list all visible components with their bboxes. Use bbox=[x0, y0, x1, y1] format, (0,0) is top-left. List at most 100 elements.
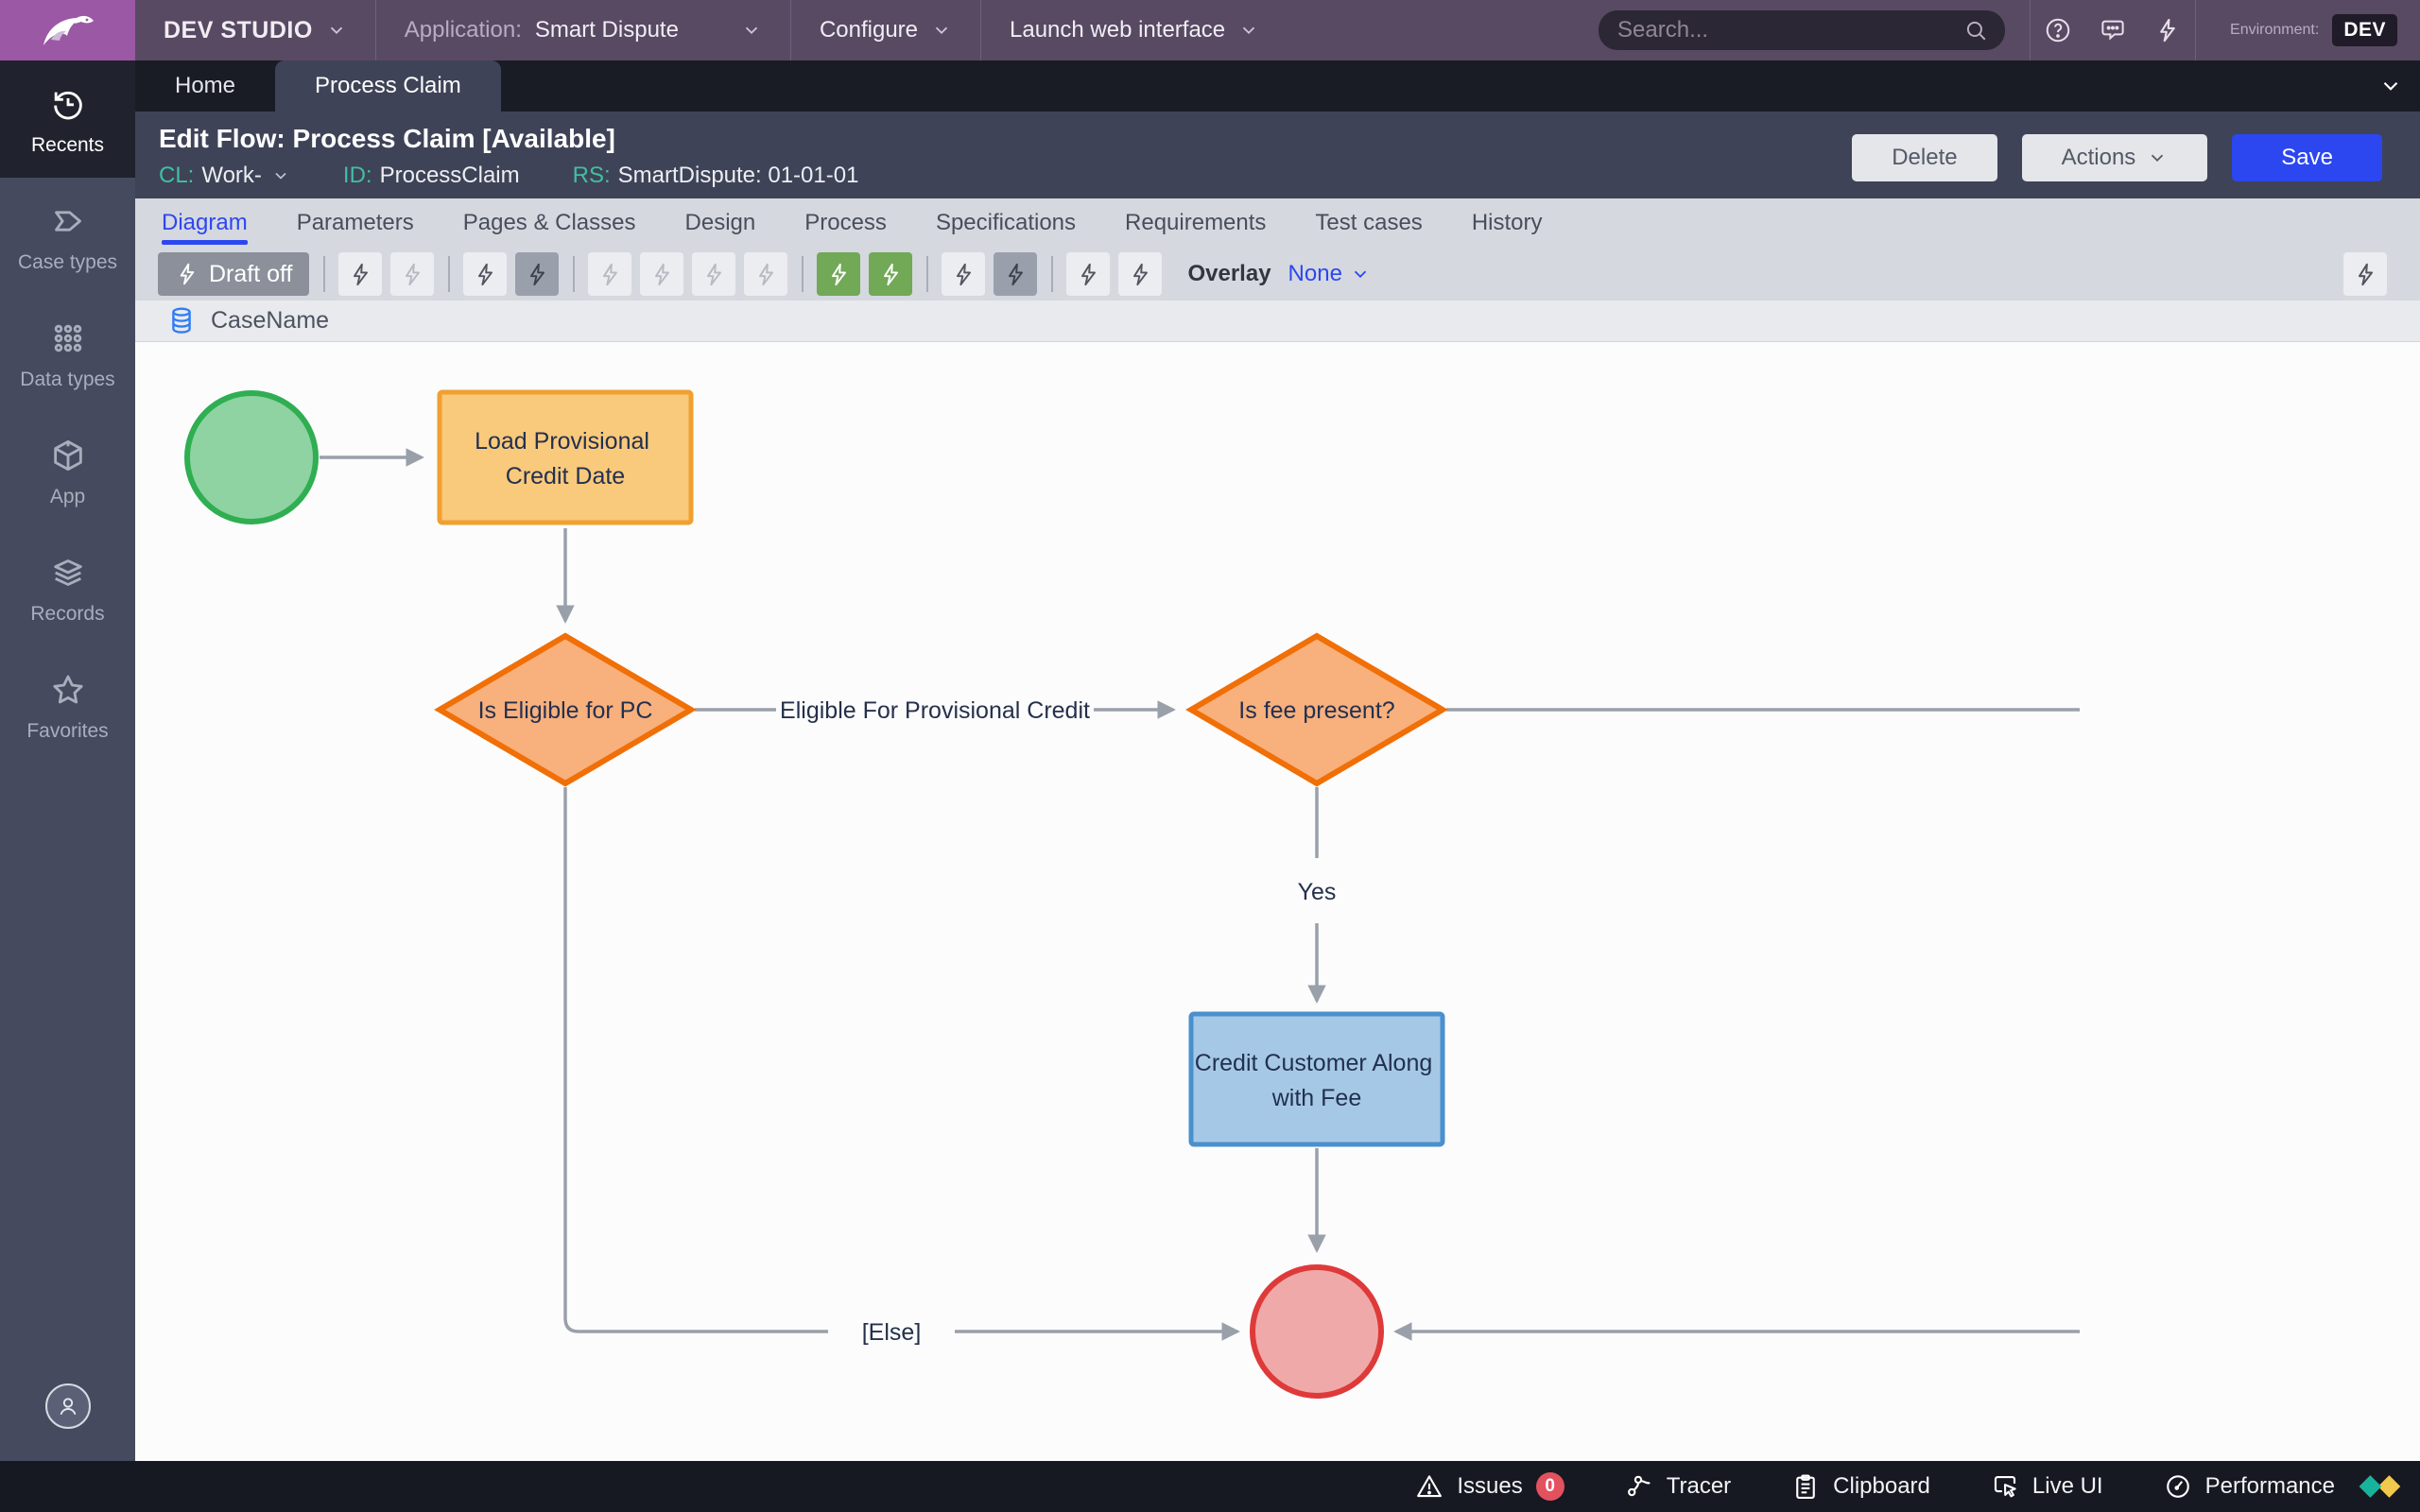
tab-history[interactable]: History bbox=[1471, 210, 1543, 235]
connectors bbox=[320, 448, 2080, 1341]
flow-node-end[interactable] bbox=[1250, 1264, 1384, 1399]
configure-menu[interactable]: Configure bbox=[791, 0, 980, 60]
document-tab-home[interactable]: Home bbox=[175, 73, 236, 98]
pega-bird-icon bbox=[37, 9, 99, 51]
tab-test-cases[interactable]: Test cases bbox=[1315, 210, 1423, 235]
draft-toggle-button[interactable]: Draft off bbox=[158, 252, 310, 296]
star-icon bbox=[49, 671, 87, 709]
warning-triangle-icon bbox=[1415, 1472, 1443, 1501]
tab-overflow-chevron-icon[interactable] bbox=[2378, 74, 2403, 98]
tab-pages-classes[interactable]: Pages & Classes bbox=[462, 210, 636, 235]
user-avatar[interactable] bbox=[44, 1383, 91, 1429]
pega-mark-icon[interactable] bbox=[2356, 1472, 2405, 1501]
toolbar-shape-button-8[interactable] bbox=[640, 252, 684, 296]
overlay-select[interactable]: None bbox=[1288, 261, 1371, 287]
statusbar-tool-label: Performance bbox=[2204, 1473, 2335, 1499]
flow-node-is-eligible[interactable]: Is Eligible for PC bbox=[434, 632, 697, 787]
connector-else-a bbox=[563, 787, 828, 1333]
header-divider bbox=[980, 0, 981, 60]
toolbar-shape-button-5[interactable] bbox=[515, 252, 560, 296]
developer-status-bar: Issues 0 Tracer Clipboard Live UI Perfor… bbox=[0, 1461, 2420, 1512]
toolbar-divider bbox=[926, 256, 929, 292]
sidebar-item-recents[interactable]: Recents bbox=[0, 60, 135, 178]
connector-label-else[interactable]: [Else] bbox=[862, 1319, 922, 1346]
sidebar-item-favorites[interactable]: Favorites bbox=[0, 646, 135, 764]
workspace-switcher[interactable]: DEV STUDIO bbox=[135, 0, 375, 60]
environment-badge: DEV bbox=[2332, 14, 2397, 46]
connector-label-yes[interactable]: Yes bbox=[1298, 879, 1337, 905]
sidebar-item-case-types[interactable]: Case types bbox=[0, 178, 135, 295]
document-tab-bar: Home Process Claim bbox=[135, 60, 2420, 112]
clipboard-icon bbox=[1791, 1472, 1820, 1501]
chevron-down-icon bbox=[271, 166, 290, 185]
chevron-down-icon bbox=[741, 20, 762, 41]
sidebar-item-label: App bbox=[49, 486, 86, 507]
launch-menu[interactable]: Launch web interface bbox=[981, 0, 1288, 60]
actions-button[interactable]: Actions bbox=[2021, 134, 2208, 181]
connector-label-eligible[interactable]: Eligible For Provisional Credit bbox=[780, 697, 1090, 724]
pega-logo[interactable] bbox=[0, 0, 135, 60]
toolbar-flow-shapes-button[interactable] bbox=[2343, 252, 2387, 296]
rule-header: Edit Flow: Process Claim [Available] CL:… bbox=[135, 112, 2420, 198]
statusbar-tool-performance[interactable]: Performance bbox=[2164, 1472, 2335, 1501]
sidebar-item-records[interactable]: Records bbox=[0, 529, 135, 646]
delete-button[interactable]: Delete bbox=[1852, 134, 1997, 181]
person-icon bbox=[55, 1393, 81, 1419]
save-button[interactable]: Save bbox=[2232, 134, 2382, 181]
workspace-name: DEV STUDIO bbox=[164, 16, 313, 43]
toolbar-shape-button-7[interactable] bbox=[588, 252, 632, 296]
tab-parameters[interactable]: Parameters bbox=[296, 210, 414, 235]
lightning-icon bbox=[826, 262, 852, 287]
tab-specifications[interactable]: Specifications bbox=[935, 210, 1077, 235]
statusbar-tool-tracer[interactable]: Tracer bbox=[1625, 1472, 1731, 1501]
flow-canvas[interactable]: Eligible For Provisional Credit Yes [Els… bbox=[135, 343, 2420, 1461]
quick-actions-button[interactable] bbox=[2140, 0, 2195, 60]
launch-label: Launch web interface bbox=[1010, 17, 1226, 43]
application-menu[interactable]: Application: Smart Dispute bbox=[376, 0, 790, 60]
toolbar-shape-button-4[interactable] bbox=[463, 252, 508, 296]
sidebar-item-app[interactable]: App bbox=[0, 412, 135, 529]
global-search[interactable] bbox=[1599, 10, 2006, 50]
lightning-icon bbox=[348, 262, 373, 287]
lightning-icon bbox=[878, 262, 904, 287]
toolbar-shape-button-9[interactable] bbox=[692, 252, 736, 296]
flow-node-load-provisional[interactable]: Load Provisional Credit Date bbox=[437, 389, 694, 525]
statusbar-tool-issues[interactable]: Issues 0 bbox=[1415, 1472, 1564, 1501]
flow-node-is-fee-present[interactable]: Is fee present? bbox=[1185, 632, 1448, 787]
toolbar-shape-button-2[interactable] bbox=[390, 252, 435, 296]
sidebar-item-data-types[interactable]: Data types bbox=[0, 295, 135, 412]
toolbar-shape-button-19[interactable] bbox=[1118, 252, 1163, 296]
case-name-label[interactable]: CaseName bbox=[211, 307, 330, 334]
lightning-icon bbox=[175, 262, 199, 286]
feedback-button[interactable] bbox=[2085, 0, 2140, 60]
statusbar-tool-live-ui[interactable]: Live UI bbox=[1991, 1472, 2103, 1501]
lightning-icon bbox=[2154, 17, 2181, 43]
tab-process[interactable]: Process bbox=[804, 210, 887, 235]
toolbar-shape-button-10[interactable] bbox=[744, 252, 788, 296]
toolbar-shape-button-16[interactable] bbox=[994, 252, 1038, 296]
meta-ruleset: RS: SmartDispute: 01-01-01 bbox=[573, 163, 859, 189]
flow-node-start[interactable] bbox=[184, 390, 319, 524]
toolbar-shape-button-1[interactable] bbox=[338, 252, 383, 296]
search-input[interactable] bbox=[1616, 16, 1964, 44]
meta-class[interactable]: CL: Work- bbox=[159, 163, 290, 189]
meta-id: ID: ProcessClaim bbox=[343, 163, 520, 189]
toolbar-shape-button-12[interactable] bbox=[817, 252, 861, 296]
statusbar-tool-clipboard[interactable]: Clipboard bbox=[1791, 1472, 1930, 1501]
document-tab-process-claim[interactable]: Process Claim bbox=[275, 60, 501, 112]
toolbar-shape-button-13[interactable] bbox=[869, 252, 913, 296]
tab-requirements[interactable]: Requirements bbox=[1125, 210, 1267, 235]
tab-diagram[interactable]: Diagram bbox=[162, 198, 248, 248]
tab-design[interactable]: Design bbox=[684, 210, 756, 235]
toolbar-shape-button-15[interactable] bbox=[942, 252, 986, 296]
flow-node-credit-customer[interactable]: Credit Customer Along with Fee bbox=[1188, 1011, 1445, 1147]
toolbar-shape-button-18[interactable] bbox=[1066, 252, 1111, 296]
sidebar-nav: Recents Case types Data types App Record… bbox=[0, 60, 135, 1461]
sidebar-item-label: Data types bbox=[20, 369, 115, 390]
data-types-icon bbox=[49, 319, 87, 357]
actions-label: Actions bbox=[2061, 145, 2136, 170]
meta-ruleset-value: SmartDispute: 01-01-01 bbox=[617, 163, 859, 188]
app-header: DEV STUDIO Application: Smart Dispute Co… bbox=[0, 0, 2420, 60]
header-divider bbox=[374, 0, 376, 60]
help-button[interactable] bbox=[2031, 0, 2085, 60]
